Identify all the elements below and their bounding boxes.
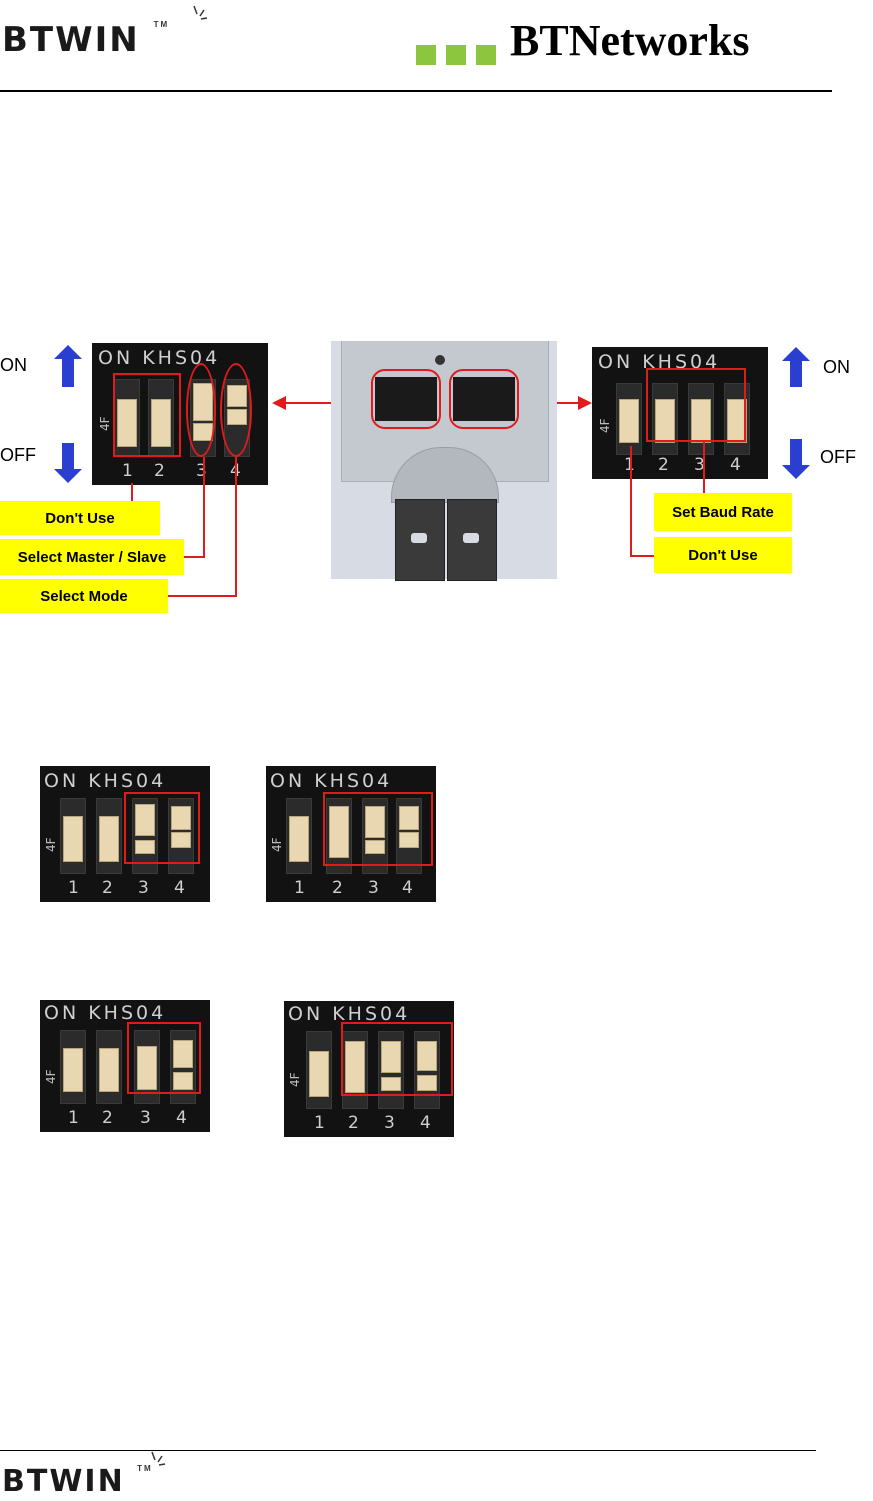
example-3-knob-2 — [99, 1048, 119, 1092]
leader-mode-v — [235, 457, 237, 597]
footer-rule — [0, 1450, 816, 1451]
footer-logo-btwin: BTWIN TM — [2, 1464, 153, 1499]
callout-select-master-slave: Select Master / Slave — [0, 539, 184, 575]
callout-dont-use-right: Don't Use — [654, 537, 792, 573]
example-4-num-3: 3 — [384, 1113, 395, 1133]
example-3-num-1: 1 — [68, 1108, 79, 1128]
header-brand-btnetworks: BTNetworks — [510, 16, 750, 66]
arrow-left-head-icon — [272, 396, 286, 410]
footer-logo-spark-icon — [148, 1450, 168, 1470]
leader-mode-h — [168, 595, 237, 597]
example-1-num-1: 1 — [68, 878, 79, 898]
callout-set-baud-rate: Set Baud Rate — [654, 493, 792, 531]
example-1-label: ON KHS04 — [44, 770, 166, 792]
right-dip-side: 4F — [598, 418, 612, 433]
device-photo — [331, 341, 557, 579]
footer-logo-text: BTWIN — [2, 1464, 125, 1499]
callout-select-mode: Select Mode — [0, 579, 168, 613]
left-highlight-switch-4 — [220, 363, 252, 457]
example-3-num-2: 2 — [102, 1108, 113, 1128]
example-1-num-2: 2 — [102, 878, 113, 898]
example-1-knob-2 — [99, 816, 119, 862]
right-num-2: 2 — [658, 455, 669, 475]
left-up-arrow-icon — [54, 345, 82, 387]
example-1-side: 4F — [44, 837, 58, 852]
left-highlight-switch-1-2 — [113, 373, 181, 457]
example-3-num-4: 4 — [176, 1108, 187, 1128]
example-2-label: ON KHS04 — [270, 770, 392, 792]
brand-square-3 — [476, 45, 496, 65]
example-3-num-3: 3 — [140, 1108, 151, 1128]
example-4-highlight — [341, 1022, 453, 1096]
brand-square-1 — [416, 45, 436, 65]
left-highlight-switch-3 — [186, 363, 216, 457]
usb-slot-right — [463, 533, 479, 543]
left-on-label: ON — [0, 355, 27, 376]
example-1-num-4: 4 — [174, 878, 185, 898]
example-3-knob-1 — [63, 1048, 83, 1092]
left-down-arrow-icon — [54, 443, 82, 483]
example-2-knob-1 — [289, 816, 309, 862]
diagram-main: ON OFF ON KHS04 4F 1 2 3 4 Don't Use Sel… — [0, 333, 873, 623]
example-2-num-3: 3 — [368, 878, 379, 898]
example-3-label: ON KHS04 — [44, 1002, 166, 1024]
arrow-right-head-icon — [578, 396, 592, 410]
header-logo-spark-icon — [190, 4, 210, 24]
left-num-3: 3 — [196, 461, 207, 481]
example-2-highlight — [323, 792, 433, 866]
header-logo-text: BTWIN — [2, 20, 140, 60]
example-4-side: 4F — [288, 1072, 302, 1087]
example-1-highlight — [124, 792, 200, 864]
left-off-label: OFF — [0, 445, 36, 466]
example-4-num-2: 2 — [348, 1113, 359, 1133]
example-3-side: 4F — [44, 1069, 58, 1084]
right-knob-1 — [619, 399, 639, 443]
left-dip-side: 4F — [98, 416, 112, 431]
example-1-knob-1 — [63, 816, 83, 862]
device-hole — [435, 355, 445, 365]
header-rule — [0, 90, 832, 92]
right-num-4: 4 — [730, 455, 741, 475]
leader-dont-use-left — [131, 483, 133, 501]
callout-dont-use-left: Don't Use — [0, 501, 160, 535]
example-2-side: 4F — [270, 837, 284, 852]
header-logo-tm: TM — [154, 20, 170, 29]
example-4-num-4: 4 — [420, 1113, 431, 1133]
example-1-num-3: 3 — [138, 878, 149, 898]
leader-master-slave-h — [184, 556, 205, 558]
right-off-label: OFF — [820, 447, 856, 468]
leader-baud-rate — [703, 442, 705, 493]
leader-dont-use-right-h — [630, 555, 654, 557]
device-highlight-left — [371, 369, 441, 429]
example-4-knob-1 — [309, 1051, 329, 1097]
right-highlight-switch-2-4 — [646, 368, 746, 442]
device-highlight-right — [449, 369, 519, 429]
example-2-num-1: 1 — [294, 878, 305, 898]
example-2-num-2: 2 — [332, 878, 343, 898]
right-down-arrow-icon — [782, 439, 810, 479]
right-up-arrow-icon — [782, 347, 810, 387]
left-num-1: 1 — [122, 461, 133, 481]
example-3-highlight — [127, 1022, 201, 1094]
example-2-num-4: 4 — [402, 878, 413, 898]
right-on-label: ON — [823, 357, 850, 378]
header-logo-btwin: BTWIN TM — [2, 20, 169, 60]
leader-master-slave-v — [203, 457, 205, 557]
brand-square-2 — [446, 45, 466, 65]
left-num-2: 2 — [154, 461, 165, 481]
usb-slot-left — [411, 533, 427, 543]
example-4-num-1: 1 — [314, 1113, 325, 1133]
leader-dont-use-right-v — [630, 446, 632, 556]
